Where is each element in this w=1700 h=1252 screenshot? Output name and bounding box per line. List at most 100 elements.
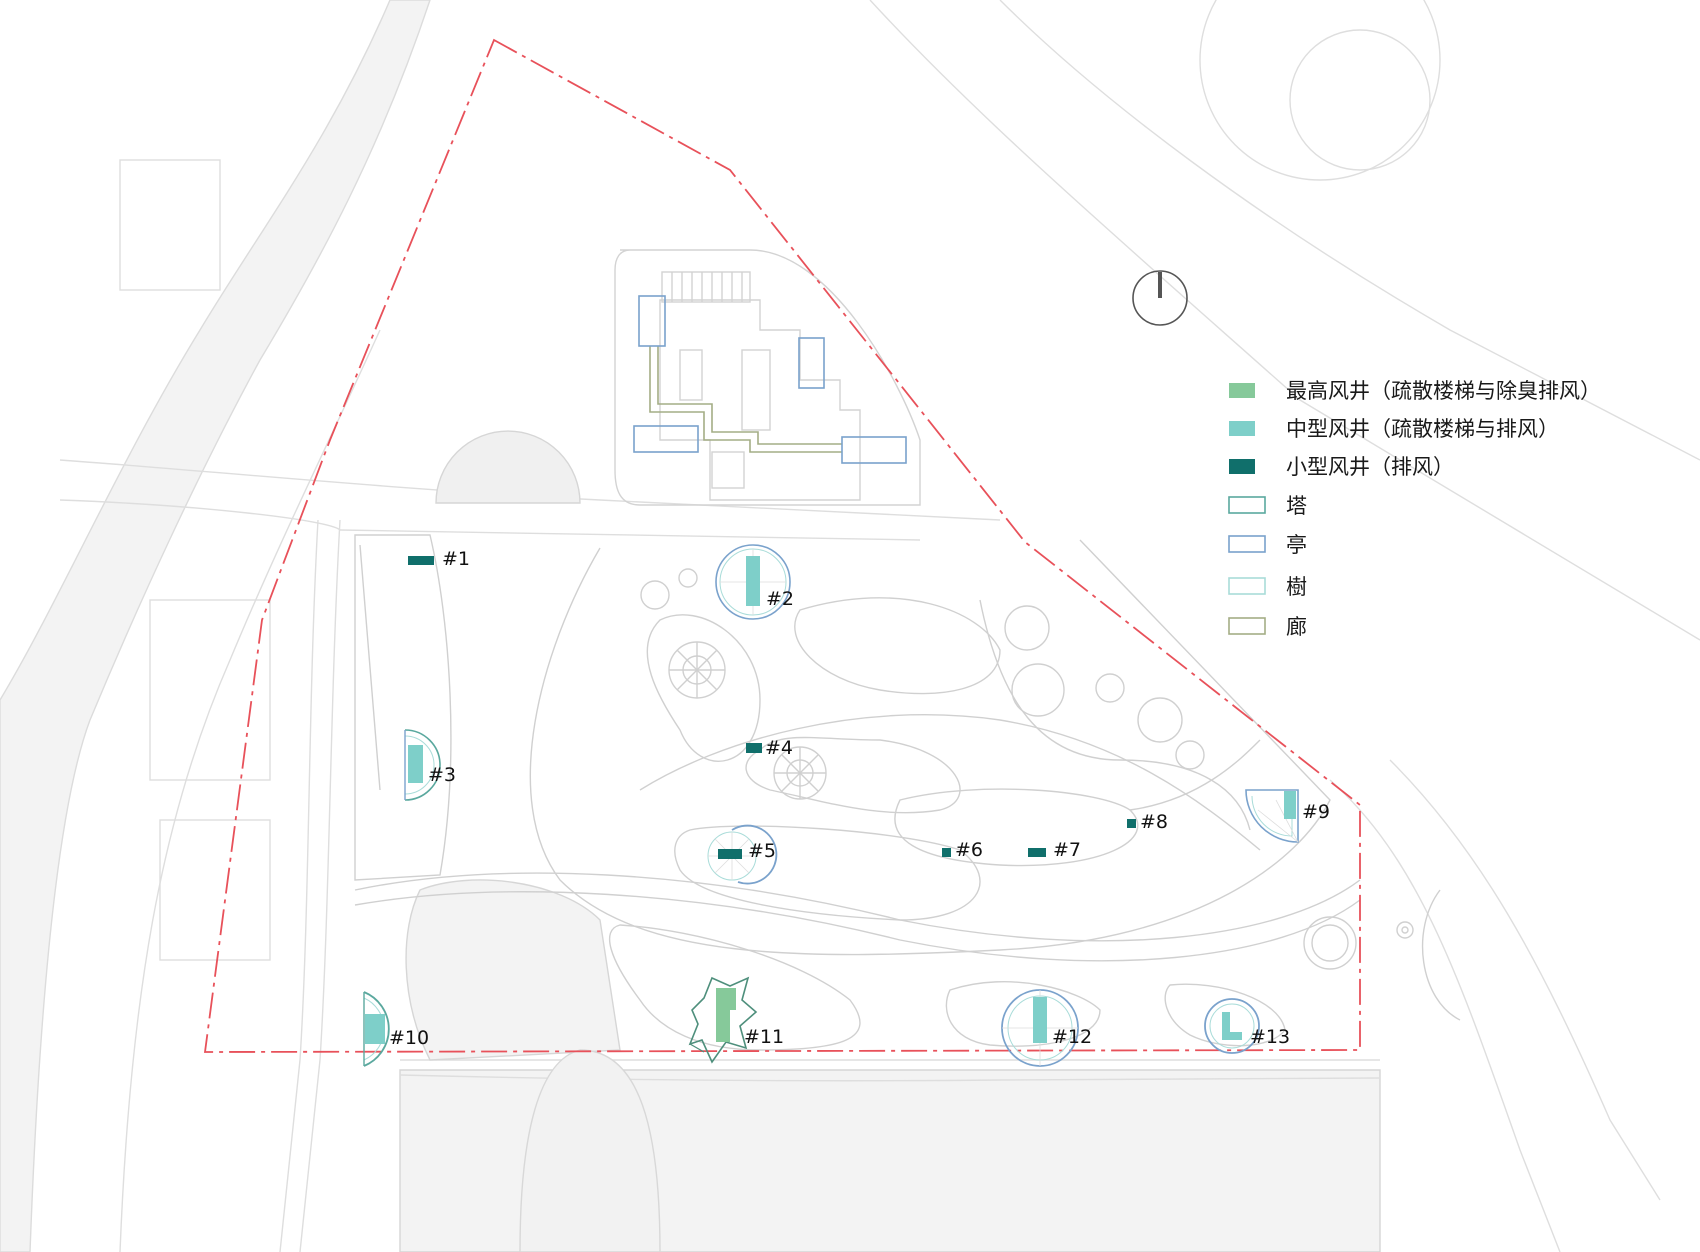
legend-swatch-tallest [1229,383,1255,398]
pavilion-block [638,295,666,347]
spiral-stair [773,746,827,800]
shaft-label-4: #4 [765,737,793,759]
tree-circle [678,568,698,588]
lower-hill [519,1049,661,1252]
legend-swatch-small [1229,459,1255,474]
tree-circle [640,580,670,610]
path-loop [646,614,761,762]
shaft-label-8: #8 [1140,811,1168,833]
shaft-label-11: #11 [744,1026,784,1048]
shaft-label-1: #1 [442,548,470,570]
path-loop [794,597,1001,695]
tree-circle [1004,605,1050,651]
shaft-4[interactable] [746,743,762,753]
tree-circle [1137,697,1183,743]
roundabout [1311,924,1349,962]
roundabout [1421,889,1461,1021]
legend-swatch-medium [1229,421,1255,436]
pond-edge [945,981,1101,1047]
shaft-9[interactable] [1284,791,1296,819]
shaft-label-7: #7 [1053,839,1081,861]
path-arc [639,714,1261,851]
right-road-edge [1329,779,1561,1252]
shaft-12[interactable] [1033,997,1047,1043]
roundabout [1303,916,1357,970]
cross-road [339,529,921,541]
shaft-6[interactable] [942,848,951,857]
context-block [159,819,271,961]
shaft-8[interactable] [1127,819,1136,828]
shaft-housing-9 [1245,789,1299,843]
building-void [711,451,745,489]
tree-circle [1011,663,1065,717]
legend-label-small: 小型风井（排风） [1286,455,1454,479]
legend-swatch-tree [1228,577,1266,595]
shaft-2[interactable] [746,556,760,606]
tree-circle [1175,740,1205,770]
river-band [0,0,431,1252]
context-circle [1199,0,1441,181]
shaft-label-5: #5 [748,840,776,862]
pavilion-block [841,436,907,464]
legend-label-tree: 樹 [1286,575,1307,599]
north-arrow-icon [1132,270,1188,326]
shaft-label-12: #12 [1052,1026,1092,1048]
roundabout [1396,921,1414,939]
shaft-7[interactable] [1028,848,1046,857]
park-outline [529,539,1331,956]
context-circle [1289,29,1431,171]
path-loop [608,924,861,1051]
river-edge [119,329,381,1252]
pond-edge [1129,739,1261,811]
shaft-housing-13 [1204,998,1260,1054]
shaft-10[interactable] [365,1014,385,1044]
shaft-label-3: #3 [428,764,456,786]
legend-label-tallest: 最高风井（疏散楼梯与除臭排风） [1286,379,1601,403]
cross-road [59,499,341,531]
context-block [999,0,1700,461]
building-void [679,349,703,401]
left-road-edge [299,519,341,1252]
plot-outline [614,249,921,506]
site-boundary [203,38,1361,1053]
corridor [657,346,842,445]
lower-left-ground [405,879,621,1061]
tree-circle [1095,673,1125,703]
legend-label-pavilion: 亭 [1286,533,1307,557]
path-arc [354,872,1361,942]
shaft-label-13: #13 [1250,1026,1290,1048]
context-block [149,599,271,781]
legend-label-tower: 塔 [1286,494,1307,518]
legend-swatch-tower [1228,496,1266,514]
building-void [741,349,771,431]
legend-label-corridor: 廊 [1286,615,1307,639]
pavilion-block [633,425,699,453]
stair-hatch-lines [671,272,743,302]
building-plot [614,249,921,506]
bottom-ground-edge [399,1074,1381,1082]
shaft-markers [365,556,1296,1044]
left-strip [354,534,452,881]
shaft-11[interactable] [716,988,736,1042]
pavilion-block [798,337,825,389]
left-road-edge [279,519,319,1252]
legend-swatch-pavilion [1228,535,1266,553]
path-loop [894,788,1139,867]
legend: 最高风井（疏散楼梯与除臭排风） 中型风井（疏散楼梯与排风） 小型风井（排风） 塔… [1228,379,1601,639]
shaft-5[interactable] [718,849,742,859]
path-loop [674,825,981,921]
spiral-stair [668,641,726,699]
shaft-13[interactable] [1222,1012,1242,1040]
legend-label-medium: 中型风井（疏散楼梯与排风） [1286,417,1559,441]
shaft-label-6: #6 [955,839,983,861]
shaft-3[interactable] [408,745,423,783]
park-paths [354,534,1461,1051]
shaft-labels: #1 #2 #3 #4 #5 #6 #7 #8 #9 #10 #11 #12 #… [389,548,1330,1049]
shaft-1[interactable] [408,556,434,565]
path-arc [979,599,1251,831]
shaft-label-9: #9 [1302,801,1330,823]
corridor [649,346,842,453]
legend-swatch-corridor [1228,617,1266,635]
